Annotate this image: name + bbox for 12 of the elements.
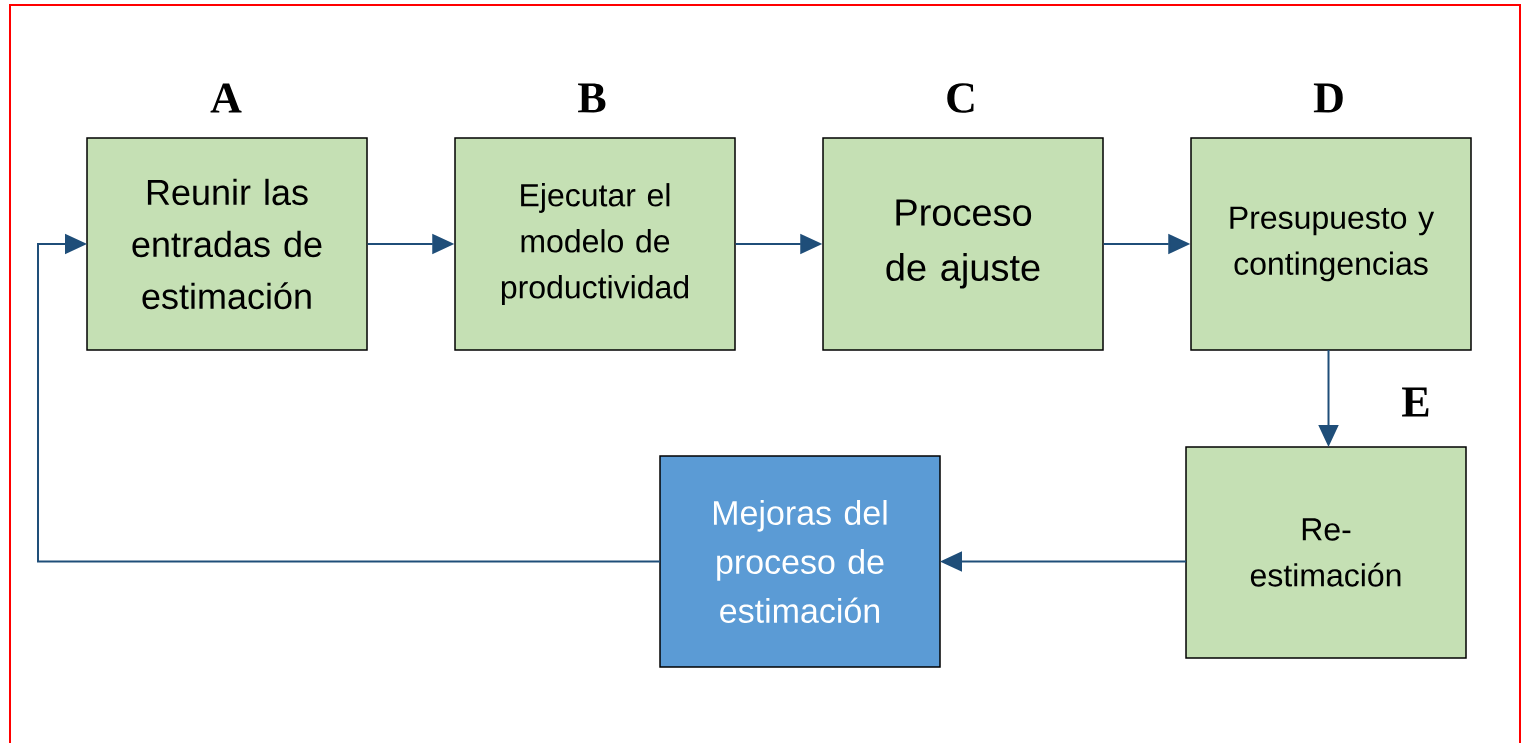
step-letter: E	[1402, 387, 1429, 417]
process-box: Re- estimación	[1185, 446, 1467, 659]
step-letter: C	[947, 83, 974, 113]
arrow	[37, 233, 661, 563]
process-box: Mejoras del proceso de estimación	[659, 455, 941, 668]
process-box: Presupuesto y contingencias	[1190, 137, 1472, 351]
step-letter: D	[1313, 83, 1343, 113]
step-letter: A	[210, 83, 242, 113]
step-letter: B	[578, 83, 606, 113]
process-box: Proceso de ajuste	[822, 137, 1104, 351]
process-box: Reunir las entradas de estimación	[86, 137, 368, 351]
process-box: Ejecutar el modelo de productividad	[454, 137, 736, 351]
